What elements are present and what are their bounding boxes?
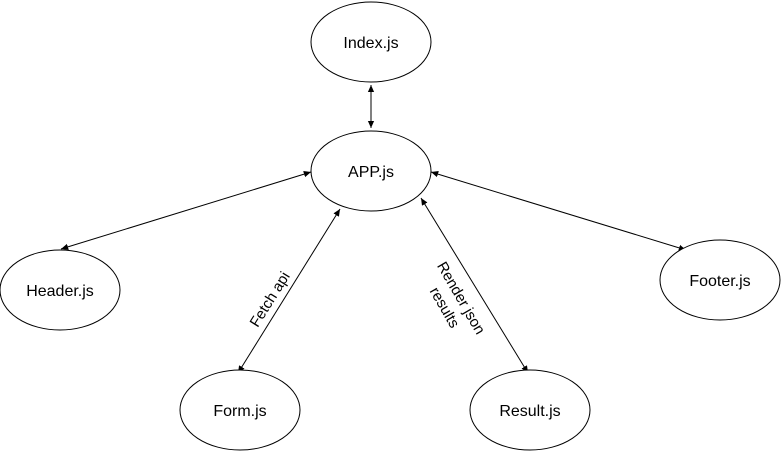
node-header[interactable]: Header.js <box>0 249 121 331</box>
node-form[interactable]: Form.js <box>179 369 301 451</box>
node-footer[interactable]: Footer.js <box>659 239 781 321</box>
node-result[interactable]: Result.js <box>469 369 591 451</box>
node-footer-label: Footer.js <box>689 273 750 290</box>
node-header-label: Header.js <box>26 283 94 300</box>
node-index[interactable]: Index.js <box>310 1 432 83</box>
edge-app-header <box>60 171 312 250</box>
edge-app-result <box>420 197 529 374</box>
node-app-label: APP.js <box>348 164 394 181</box>
edge-label-render: Render json results <box>426 259 488 338</box>
edge-app-form <box>237 208 341 374</box>
node-form-label: Form.js <box>213 403 266 420</box>
node-app[interactable]: APP.js <box>310 130 432 212</box>
node-index-label: Index.js <box>343 35 398 52</box>
node-result-label: Result.js <box>499 403 560 420</box>
edge-app-footer <box>430 171 687 251</box>
